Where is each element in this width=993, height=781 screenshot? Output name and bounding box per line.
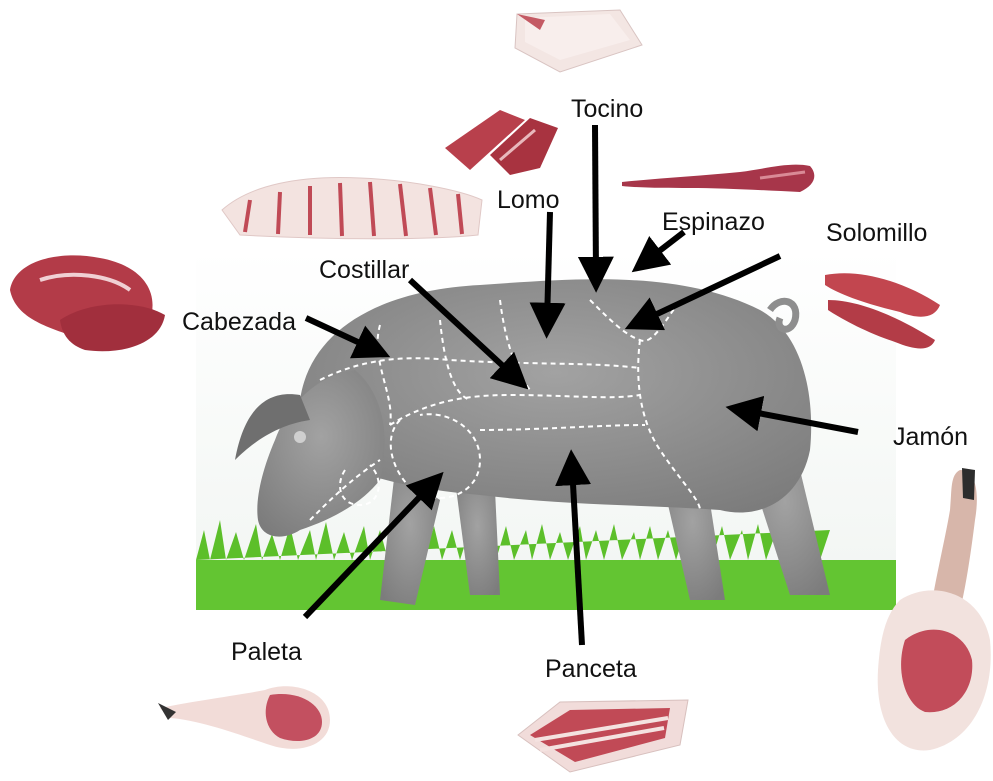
cut-costillar-image bbox=[222, 177, 482, 238]
label-paleta: Paleta bbox=[231, 640, 302, 665]
pig-eye bbox=[294, 431, 306, 443]
label-cabezada: Cabezada bbox=[182, 310, 296, 335]
label-lomo: Lomo bbox=[497, 188, 560, 213]
arrow-tocino bbox=[595, 125, 596, 276]
label-panceta: Panceta bbox=[545, 657, 637, 682]
label-jamon: Jamón bbox=[893, 425, 968, 450]
cut-paleta-image bbox=[158, 686, 330, 749]
cut-tocino-image bbox=[515, 10, 642, 72]
label-tocino: Tocino bbox=[571, 97, 643, 122]
cut-lomo-image bbox=[445, 110, 558, 175]
cut-cabezada-image bbox=[10, 255, 165, 351]
arrow-lomo bbox=[547, 212, 550, 322]
label-costillar: Costillar bbox=[319, 258, 409, 283]
cut-espinazo-image bbox=[622, 165, 814, 192]
cut-panceta-image bbox=[518, 700, 688, 772]
label-espinazo: Espinazo bbox=[662, 210, 765, 235]
label-solomillo: Solomillo bbox=[826, 221, 927, 246]
